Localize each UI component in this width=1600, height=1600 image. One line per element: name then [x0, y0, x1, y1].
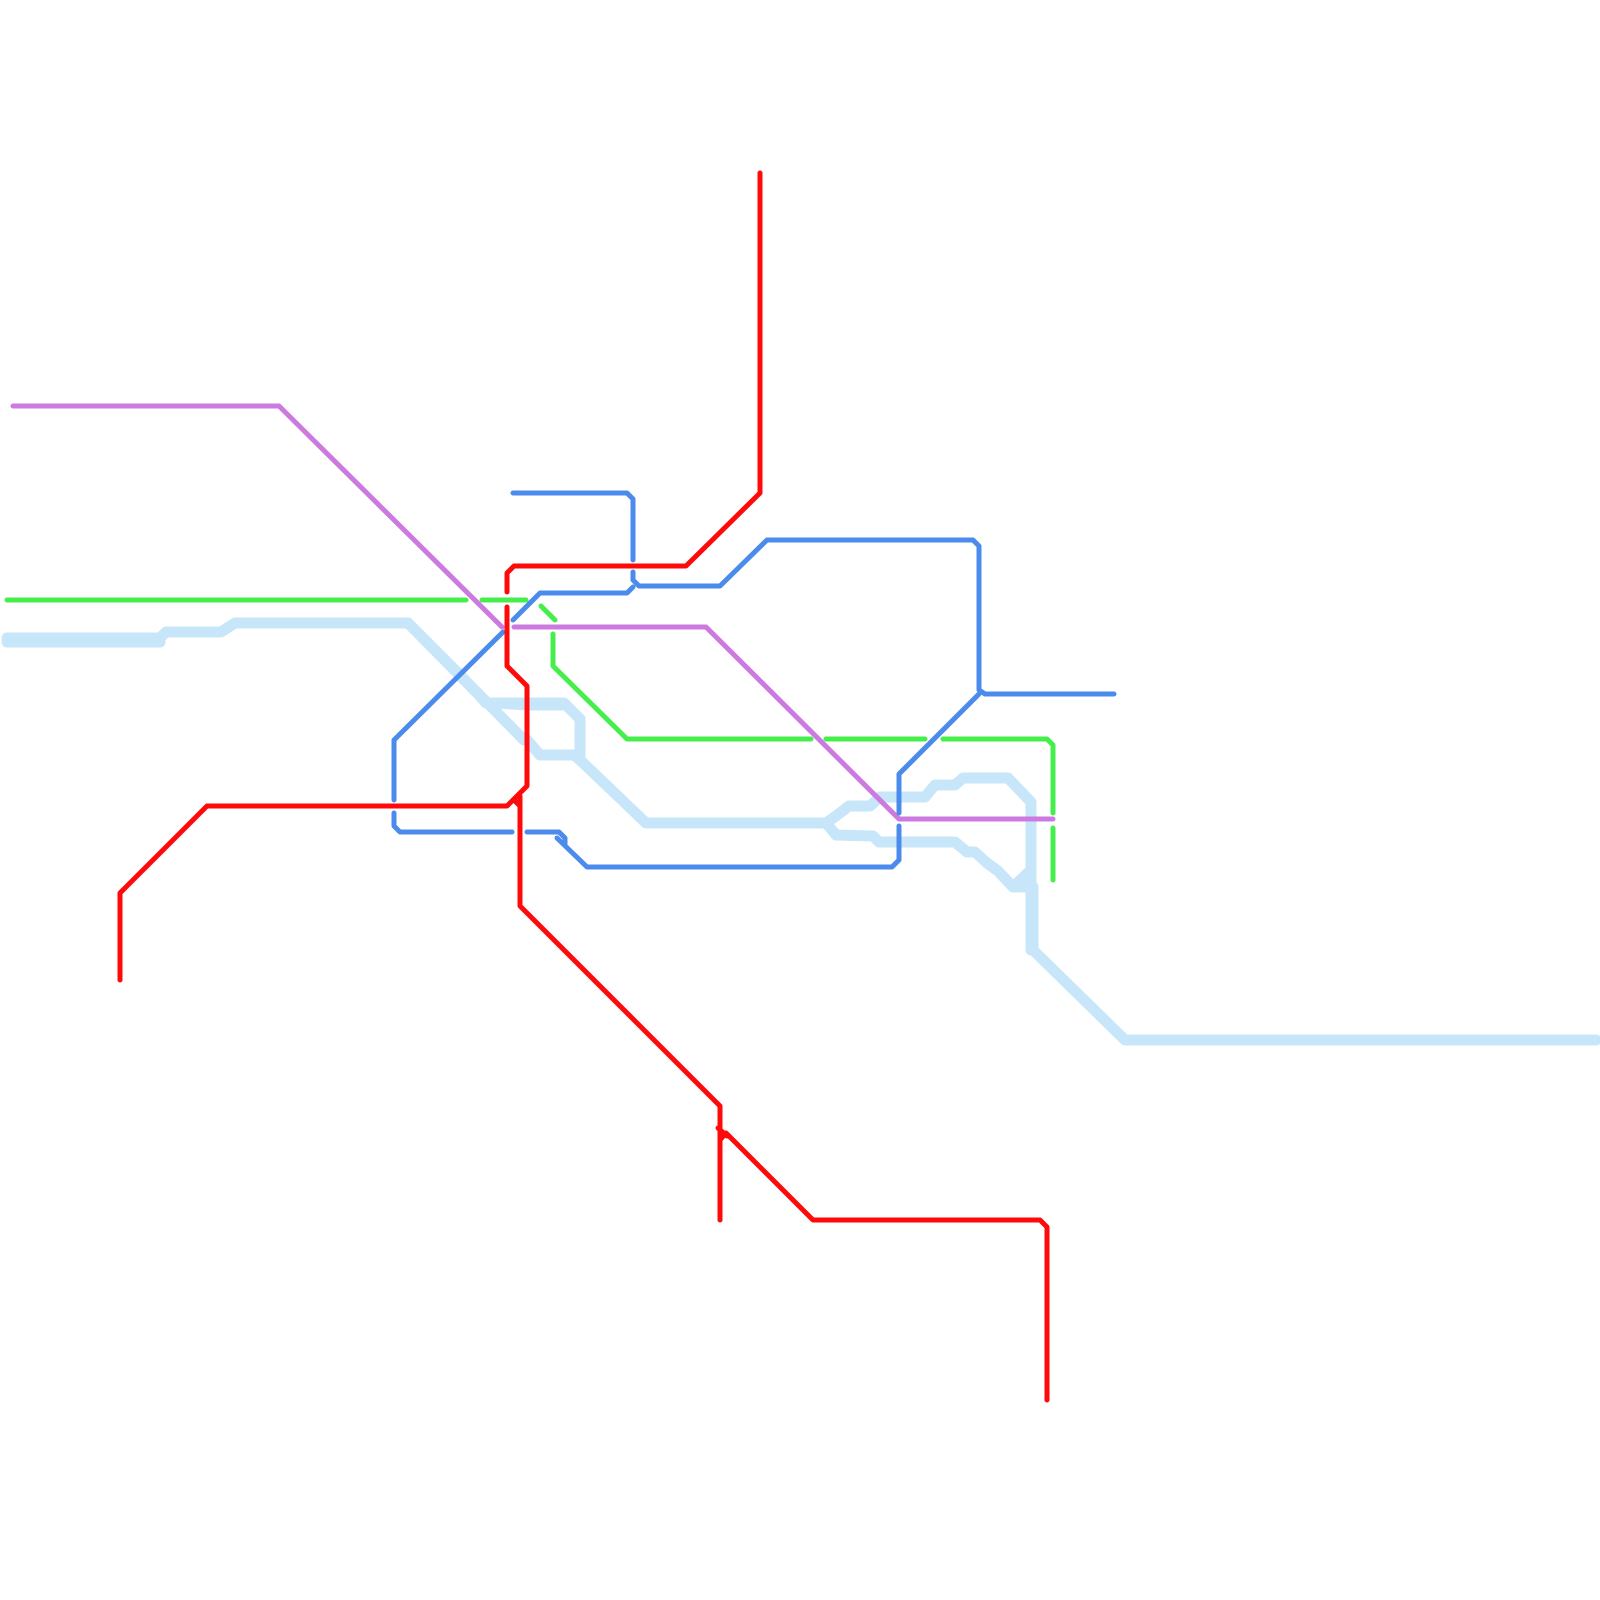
blue-line-east[interactable] — [896, 691, 982, 816]
blue-line-south[interactable] — [524, 823, 902, 870]
purple-line-east[interactable] — [511, 624, 1056, 822]
red-line-southeast[interactable] — [717, 1130, 1050, 1403]
river-main — [1, 617, 1600, 1046]
blue-line-west[interactable] — [391, 584, 636, 835]
purple-line[interactable] — [10, 403, 1056, 822]
blue-line-central[interactable] — [630, 537, 1117, 697]
blue-line[interactable] — [391, 490, 1117, 870]
green-line[interactable] — [4, 597, 1056, 883]
green-line-south[interactable] — [550, 631, 1056, 883]
red-line-north[interactable] — [504, 170, 763, 595]
river-branch-east — [820, 772, 1037, 956]
green-line-west[interactable] — [4, 597, 558, 623]
red-line-central[interactable] — [117, 604, 530, 983]
purple-line-west[interactable] — [10, 403, 505, 630]
red-line-junction-mark — [511, 797, 730, 1139]
river-branch-east-lower — [1007, 864, 1037, 893]
river-water — [1, 617, 1600, 1046]
red-line-south[interactable] — [517, 793, 723, 1223]
red-line[interactable] — [117, 170, 1050, 1403]
blue-line-north-spur[interactable] — [510, 490, 636, 563]
river-branch-west — [1, 617, 530, 746]
